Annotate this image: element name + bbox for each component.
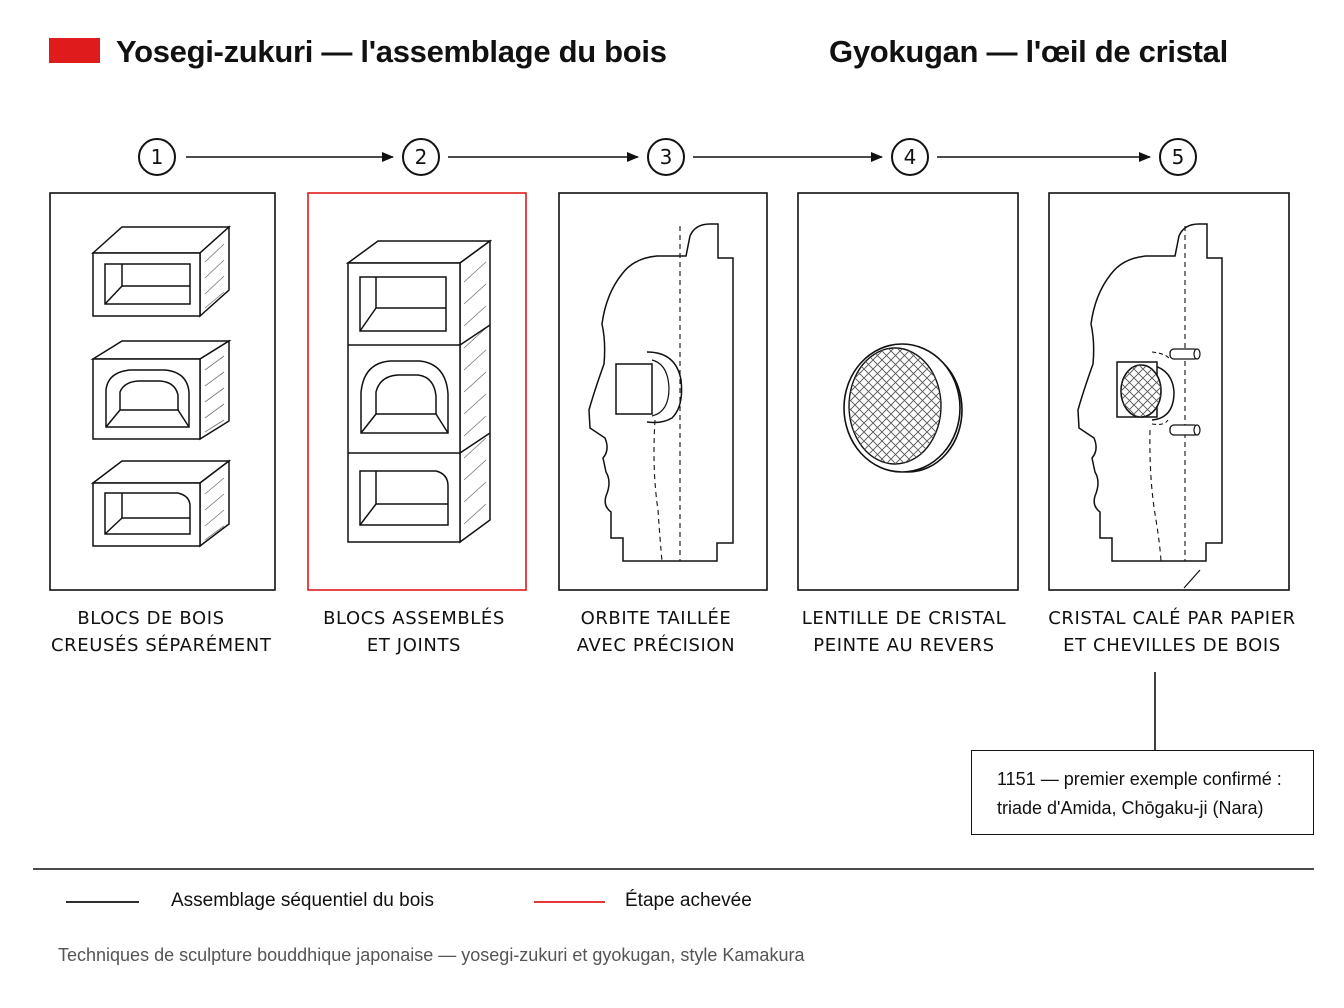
svg-text:1: 1 <box>151 145 164 169</box>
svg-text:5: 5 <box>1172 145 1185 169</box>
step-panel-1 <box>49 192 276 591</box>
section-title-yosegi: Yosegi-zukuri — l'assemblage du bois <box>116 34 667 69</box>
accent-bar <box>49 38 100 63</box>
step-caption-5: CRISTAL CALÉ PAR PAPIER ET CHEVILLES DE … <box>1048 608 1296 656</box>
step-panel-5 <box>1048 192 1290 591</box>
svg-text:4: 4 <box>904 145 917 169</box>
svg-text:3: 3 <box>660 145 673 169</box>
section-title-gyokugan: Gyokugan — l'œil de cristal <box>829 34 1228 69</box>
step-panel-4 <box>797 192 1019 591</box>
head-profile-crystal-illustration <box>1077 223 1223 589</box>
head-profile-orbit-illustration <box>588 223 734 562</box>
step-panel-3 <box>558 192 768 591</box>
legend-label-completed: Étape achevée <box>625 890 752 911</box>
step-panel-2 <box>307 192 527 591</box>
step-number-2: 2 <box>402 138 440 176</box>
hollowed-blocks-illustration <box>90 225 232 548</box>
annotation-line-2: triade d'Amida, Chōgaku-ji (Nara) <box>997 798 1264 818</box>
step-number-1: 1 <box>138 138 176 176</box>
step-number-4: 4 <box>891 138 929 176</box>
annotation-line-1: 1151 — premier exemple confirmé : <box>997 769 1282 789</box>
step-caption-4: LENTILLE DE CRISTAL PEINTE AU REVERS <box>801 608 1007 656</box>
step-caption-2: BLOCS ASSEMBLÉS ET JOINTS <box>323 608 505 656</box>
legend-label-sequence: Assemblage séquentiel du bois <box>171 890 435 911</box>
step-number-5: 5 <box>1159 138 1197 176</box>
svg-text:2: 2 <box>415 145 428 169</box>
crystal-lens-illustration <box>843 343 963 473</box>
step-caption-3: ORBITE TAILLÉE AVEC PRÉCISION <box>576 608 736 656</box>
step-caption-1: BLOCS DE BOIS CREUSÉS SÉPARÉMENT <box>51 608 272 656</box>
footer-caption: Techniques de sculpture bouddhique japon… <box>58 945 805 965</box>
assembled-blocks-illustration <box>345 239 493 544</box>
annotation-box: 1151 — premier exemple confirmé : triade… <box>971 750 1314 835</box>
step-number-3: 3 <box>647 138 685 176</box>
